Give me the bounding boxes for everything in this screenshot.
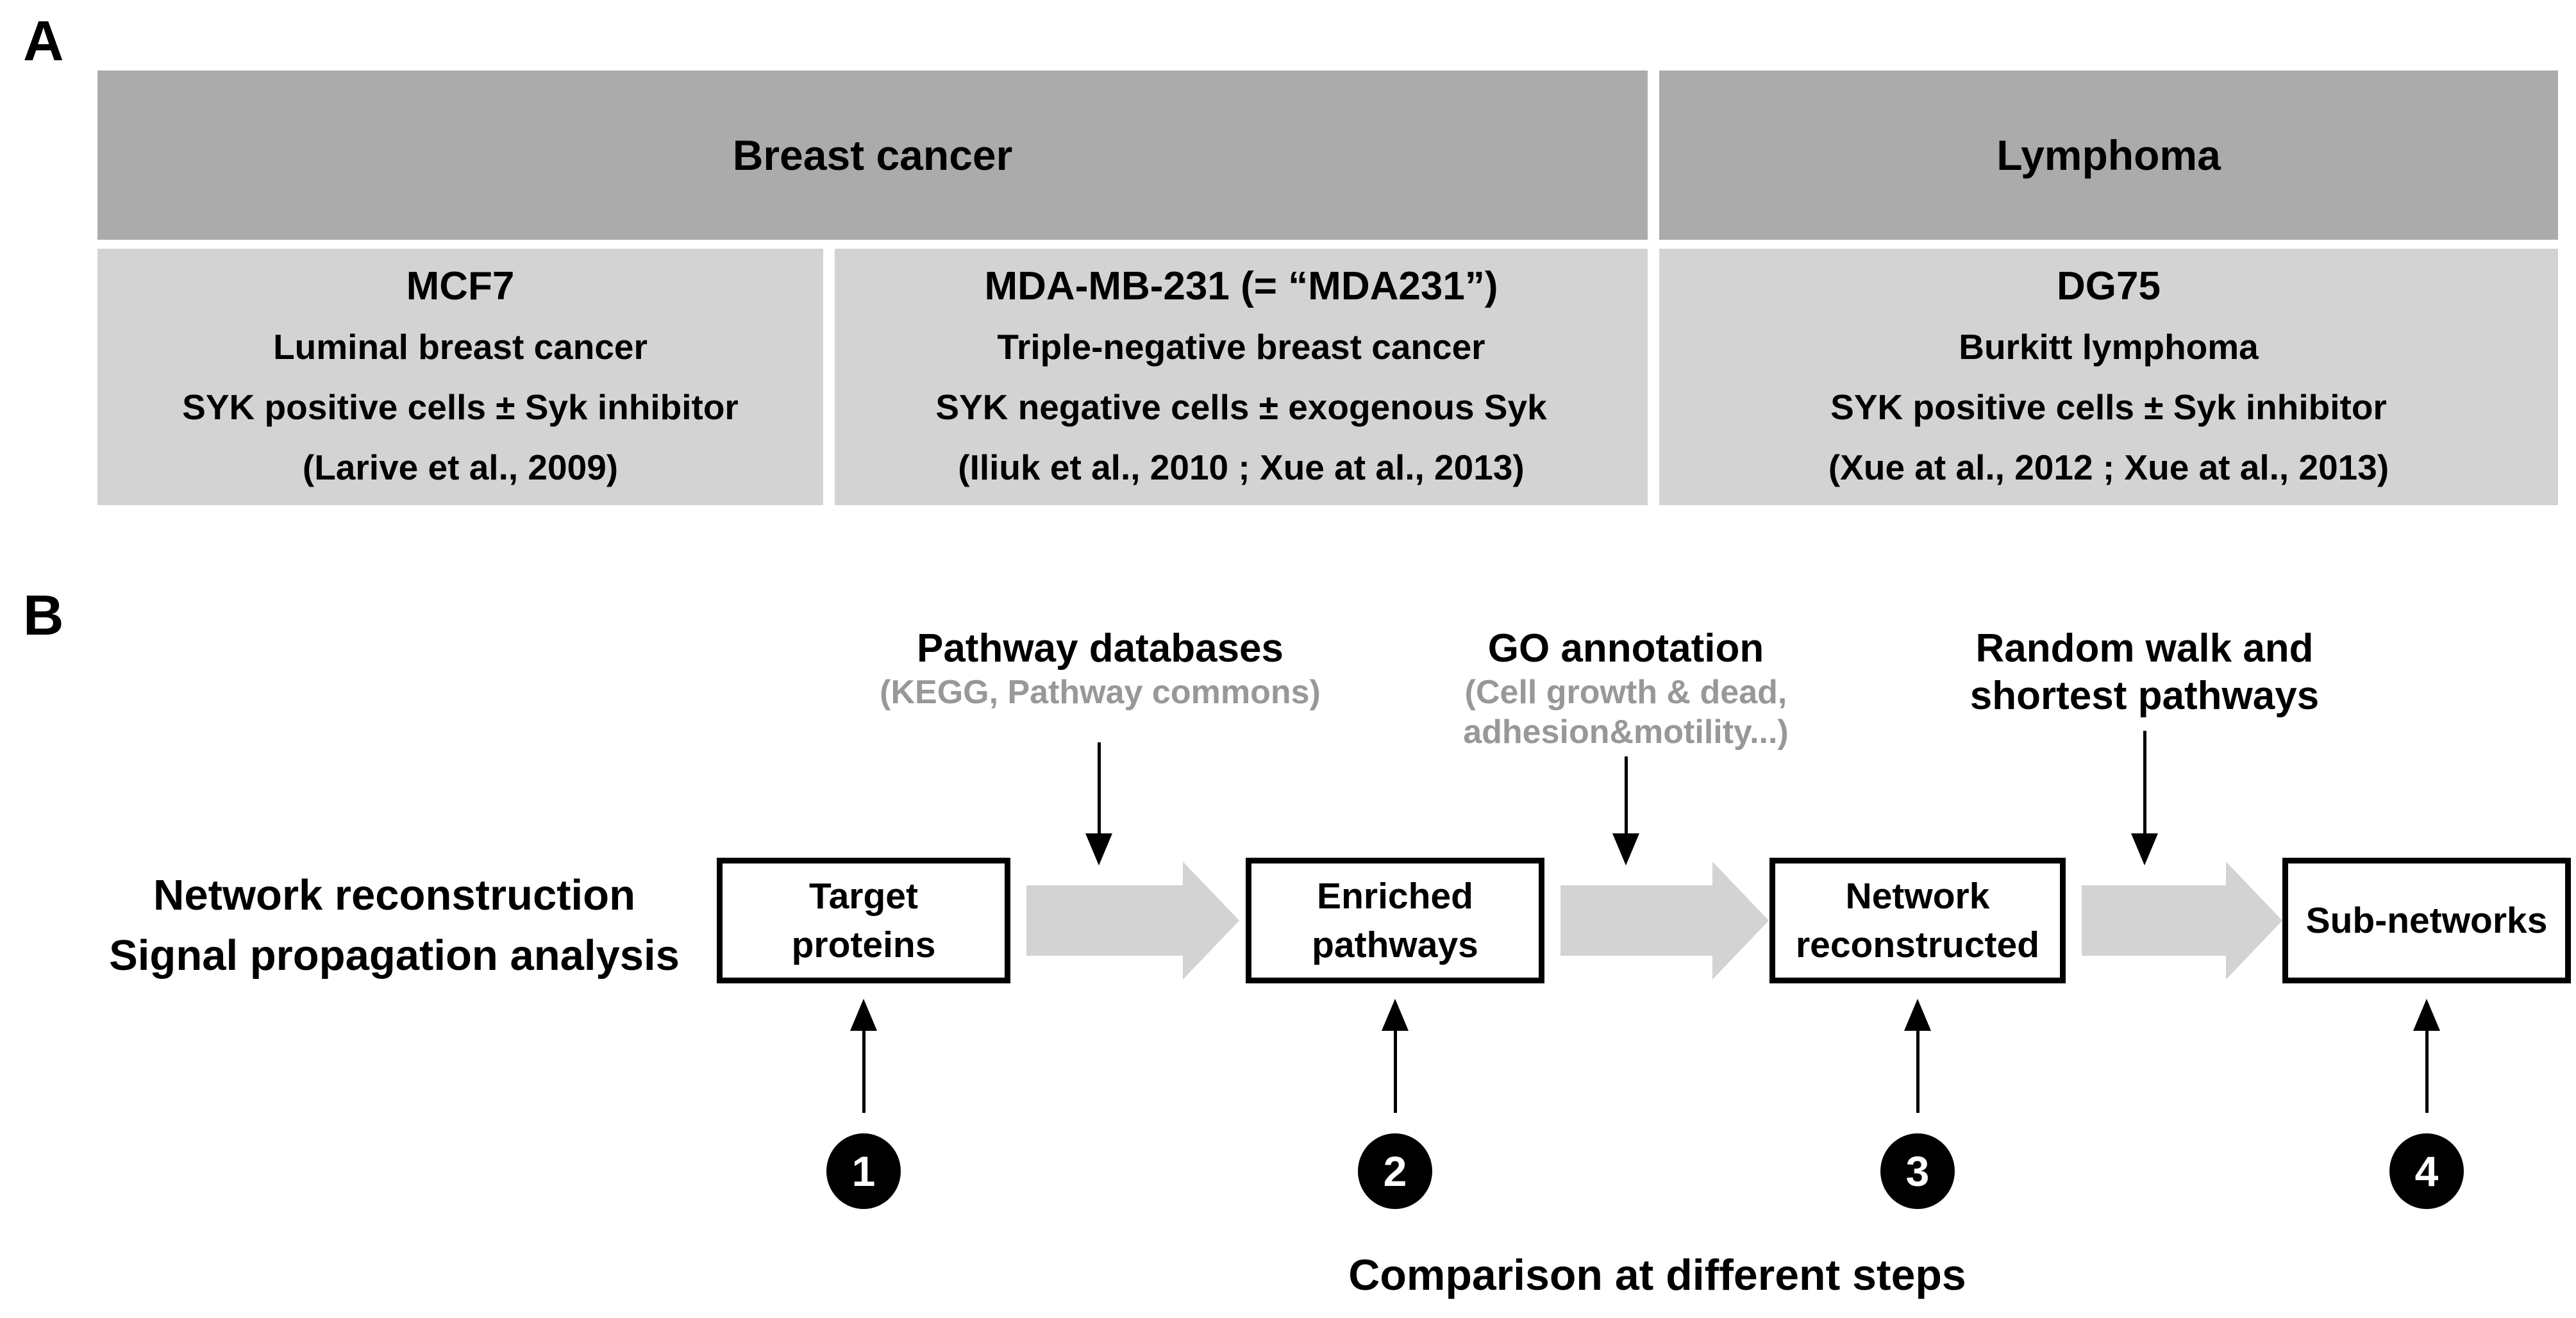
mda-line1: Triple-negative breast cancer: [997, 327, 1485, 367]
step-number-3: 3: [1905, 1147, 1930, 1195]
flow-box-network-reconstructed: Network reconstructed: [1769, 858, 2066, 983]
down-arrow-line-1: [1098, 742, 1101, 833]
left-label-line2: Signal propagation analysis: [109, 931, 680, 980]
dg75-name: DG75: [2057, 264, 2161, 308]
table-cell-dg75: DG75 Burkitt lymphoma SYK positive cells…: [1659, 249, 2558, 505]
go-annotation-subtitle-line1: (Cell growth & dead,: [1464, 674, 1787, 711]
mcf7-line2: SYK positive cells ± Syk inhibitor: [182, 387, 739, 427]
dg75-line2: SYK positive cells ± Syk inhibitor: [1830, 387, 2387, 427]
go-annotation-subtitle-line2: adhesion&motility...): [1463, 713, 1789, 751]
down-arrow-head-icon-3: [2131, 833, 2158, 865]
dg75-line3: (Xue at al., 2012 ; Xue at al., 2013): [1828, 447, 2389, 487]
mcf7-line1: Luminal breast cancer: [273, 327, 648, 367]
random-walk-title-line1: Random walk and: [1975, 626, 2314, 671]
pathway-databases-subtitle: (KEGG, Pathway commons): [880, 674, 1321, 711]
up-arrow-line-2: [1394, 1030, 1397, 1113]
annotation-random-walk: Random walk and shortest pathways: [1888, 625, 2401, 720]
step-number-2: 2: [1383, 1147, 1407, 1195]
down-arrow-line-3: [2143, 731, 2146, 833]
up-arrow-head-icon-2: [1382, 999, 1409, 1031]
gray-flow-arrow-body-2: [1560, 885, 1712, 956]
network-reconstructed-line1: Network: [1845, 876, 1990, 917]
up-arrow-line-3: [1916, 1030, 1919, 1113]
sub-networks-line1: Sub-networks: [2305, 900, 2548, 941]
down-arrow-head-icon-1: [1085, 833, 1112, 865]
gray-flow-arrow-body-3: [2082, 885, 2226, 956]
gray-flow-arrow-head-icon-1: [1183, 862, 1239, 980]
gray-flow-arrow-head-icon-2: [1712, 862, 1769, 980]
mda-line3: (Iliuk et al., 2010 ; Xue at al., 2013): [958, 447, 1525, 487]
step-badge-3: 3: [1880, 1133, 1955, 1209]
pathway-databases-title: Pathway databases: [916, 626, 1284, 671]
panel-a-label: A: [23, 9, 64, 72]
panel-b-label: B: [23, 583, 64, 647]
go-annotation-title: GO annotation: [1487, 626, 1764, 671]
flow-box-target-proteins: Target proteins: [717, 858, 1010, 983]
header-lymphoma-text: Lymphoma: [1996, 131, 2221, 179]
step-badge-4: 4: [2389, 1133, 2464, 1209]
flow-box-enriched-pathways: Enriched pathways: [1246, 858, 1544, 983]
mcf7-line3: (Larive et al., 2009): [302, 447, 619, 487]
dg75-line1: Burkitt lymphoma: [1959, 327, 2259, 367]
table-cell-mda-mb-231: MDA-MB-231 (= “MDA231”) Triple-negative …: [835, 249, 1648, 505]
target-proteins-line1: Target: [809, 876, 918, 917]
mcf7-name: MCF7: [406, 264, 515, 308]
flow-box-sub-networks: Sub-networks: [2282, 858, 2571, 983]
down-arrow-head-icon-2: [1612, 833, 1639, 865]
annotation-pathway-databases: Pathway databases (KEGG, Pathway commons…: [831, 625, 1369, 712]
step-number-4: 4: [2414, 1147, 2439, 1195]
gray-flow-arrow-head-icon-3: [2226, 862, 2282, 980]
mda-line2: SYK negative cells ± exogenous Syk: [935, 387, 1547, 427]
target-proteins-line2: proteins: [791, 924, 936, 965]
table-cell-mcf7: MCF7 Luminal breast cancer SYK positive …: [97, 249, 823, 505]
enriched-pathways-line2: pathways: [1312, 924, 1478, 965]
enriched-pathways-line1: Enriched: [1317, 876, 1473, 917]
up-arrow-line-1: [862, 1030, 866, 1113]
left-process-label: Network reconstruction Signal propagatio…: [74, 865, 715, 986]
mda-name: MDA-MB-231 (= “MDA231”): [984, 264, 1498, 308]
step-number-1: 1: [851, 1147, 876, 1195]
gray-flow-arrow-body-1: [1026, 885, 1183, 956]
table-header-lymphoma: Lymphoma: [1659, 71, 2558, 240]
network-reconstructed-line2: reconstructed: [1795, 924, 2040, 965]
header-breast-cancer-text: Breast cancer: [732, 131, 1013, 179]
down-arrow-line-2: [1625, 756, 1628, 833]
table-header-breast-cancer: Breast cancer: [97, 71, 1648, 240]
comparison-caption: Comparison at different steps: [1348, 1251, 1966, 1299]
step-badge-2: 2: [1358, 1133, 1432, 1209]
annotation-go-annotation: GO annotation (Cell growth & dead, adhes…: [1382, 625, 1869, 752]
up-arrow-line-4: [2425, 1030, 2429, 1113]
left-label-line1: Network reconstruction: [153, 871, 636, 919]
up-arrow-head-icon-1: [850, 999, 877, 1031]
random-walk-title-line2: shortest pathways: [1970, 674, 2320, 718]
up-arrow-head-icon-3: [1904, 999, 1931, 1031]
step-badge-1: 1: [826, 1133, 901, 1209]
up-arrow-head-icon-4: [2413, 999, 2440, 1031]
